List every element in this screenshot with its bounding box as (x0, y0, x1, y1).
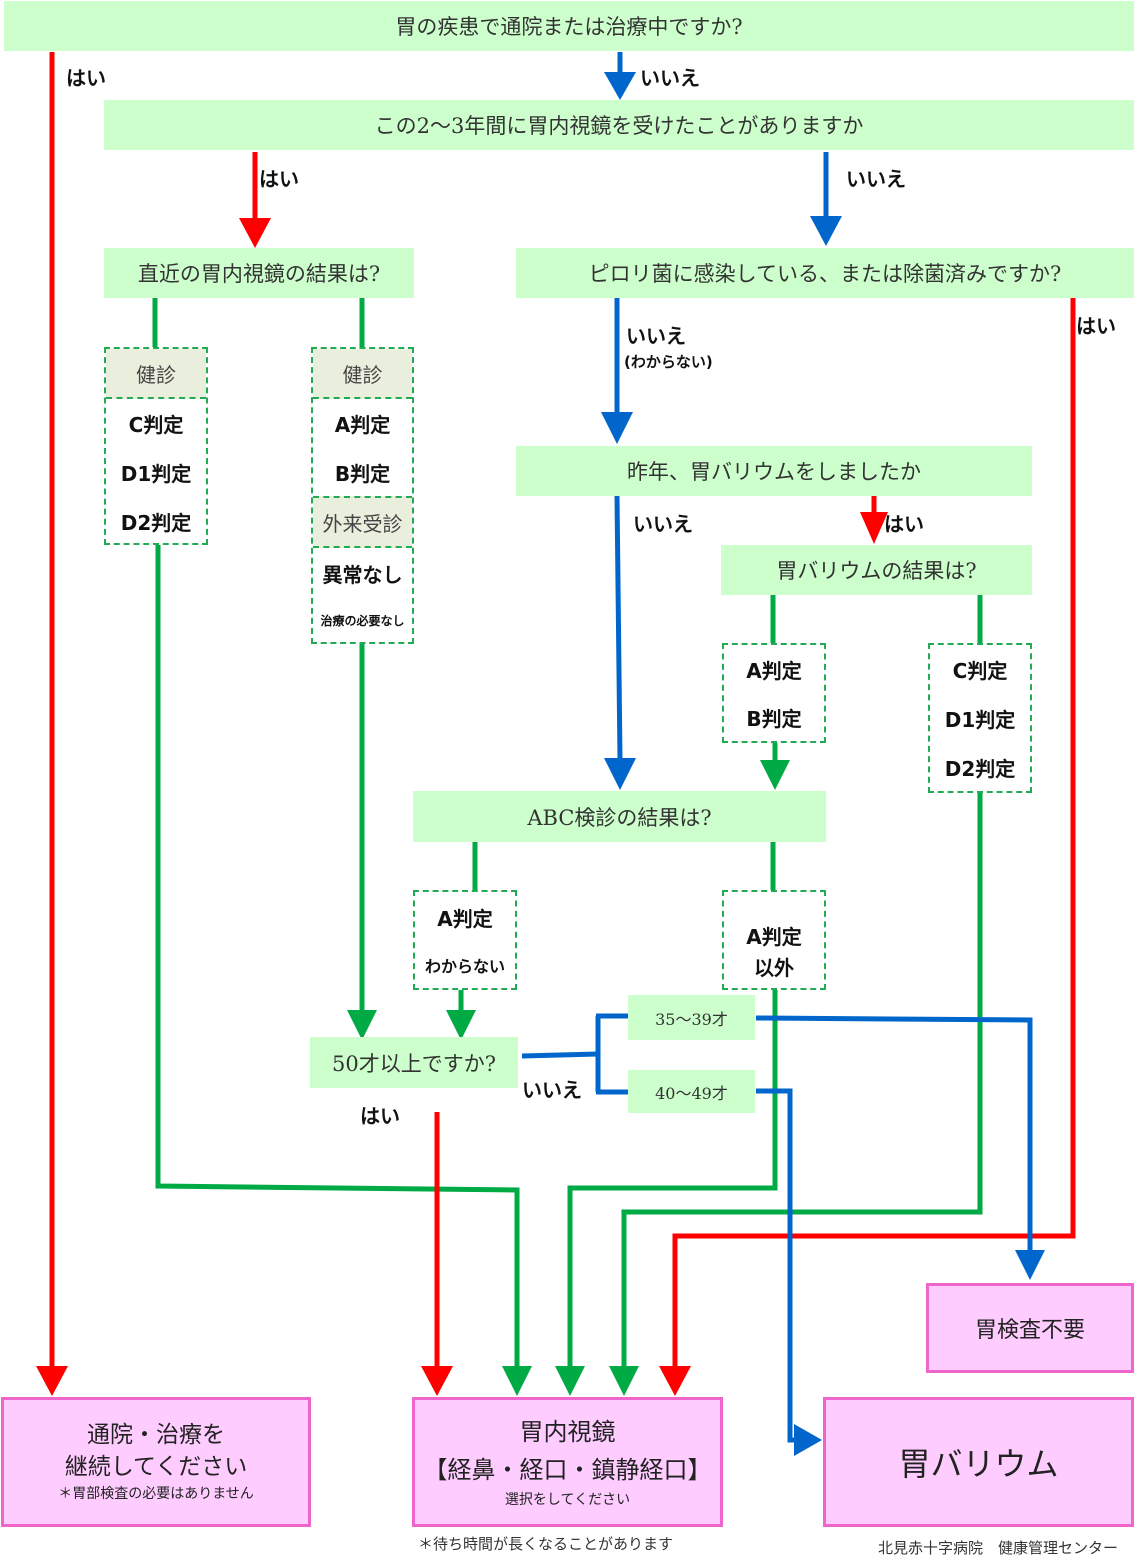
arrowhead (239, 218, 271, 248)
footer-organization: 北見赤十字病院 健康管理センター (878, 1539, 1119, 1557)
arrowhead (446, 1010, 476, 1040)
connector-barium-cd (621, 792, 983, 1368)
result-continue-note: ＊胃部検査の必要はありません (58, 1486, 254, 1502)
arrowhead (347, 1010, 377, 1040)
result-endoscopy-line2: 【経鼻・経口・鎮静経口】 (423, 1456, 712, 1484)
label-q1-no: いいえ (640, 66, 700, 90)
judgment-item: A判定 (437, 906, 493, 931)
result-continue-line2: 継続してください (64, 1454, 248, 1480)
result-no-exam: 胃検査不要 (926, 1283, 1134, 1373)
judgment-item: 以外 (754, 956, 794, 980)
label-q5-yes: はい (884, 512, 924, 536)
abc-other-judgment: A判定 以外 (722, 890, 826, 990)
barium-ab-judgment: A判定 B判定 (722, 643, 826, 743)
question-q8-text: 50才以上ですか? (332, 1051, 496, 1076)
judgment-item: B判定 (746, 706, 802, 731)
question-q2: この2〜3年間に胃内視鏡を受けたことがありますか (104, 100, 1134, 150)
judgment-item: D2判定 (120, 510, 192, 535)
judgment-item: 異常なし (322, 562, 403, 587)
judgment-item: D1判定 (120, 462, 192, 486)
age-35-39: 35〜39才 (628, 995, 755, 1040)
judgment-item: A判定 (334, 413, 391, 437)
result-barium-line1: 胃バリウム (898, 1445, 1059, 1483)
label-q4-yes: はい (1076, 314, 1116, 338)
judgment-item: わからない (424, 957, 505, 976)
label-q8-no: いいえ (522, 1078, 582, 1102)
question-q3: 直近の胃内視鏡の結果は? (104, 248, 414, 298)
age-40-49-text: 40〜49才 (655, 1083, 728, 1103)
connector-q8-no (521, 1051, 599, 1059)
connector-endo-left (155, 545, 520, 1368)
age-35-39-text: 35〜39才 (655, 1009, 728, 1029)
connector-q4-yes (672, 298, 1076, 1368)
label-q1-yes: はい (66, 66, 106, 90)
judgment-item: D1判定 (944, 708, 1016, 732)
question-q5-text: 昨年、胃バリウムをしましたか (627, 460, 921, 484)
judgment-item: B判定 (334, 461, 391, 486)
abc-a-judgment: A判定 わからない (413, 890, 517, 990)
question-q5: 昨年、胃バリウムをしましたか (516, 446, 1032, 496)
footer-wait-note: ＊待ち時間が長くなることがあります (418, 1535, 674, 1553)
result-barium: 胃バリウム (823, 1397, 1134, 1527)
label-q4-no: いいえ (626, 324, 686, 348)
question-q6-text: 胃バリウムの結果は? (776, 559, 977, 583)
judgment-item: C判定 (952, 659, 1008, 683)
result-endoscopy-line1: 胃内視鏡 (519, 1418, 616, 1446)
judgment-item: C判定 (128, 413, 184, 437)
label-q4-unknown: (わからない) (624, 353, 713, 371)
label-q2-no: いいえ (846, 167, 906, 191)
endo-right-judgment: 健診 A判定 B判定 外来受診 異常なし 治療の必要なし (311, 347, 414, 644)
result-continue-line1: 通院・治療を (87, 1422, 225, 1448)
question-q7-text: ABC検診の結果は? (527, 805, 712, 830)
question-q2-text: この2〜3年間に胃内視鏡を受けたことがありますか (374, 114, 864, 138)
arrowhead (555, 1366, 585, 1396)
arrowhead (810, 216, 842, 246)
arrowhead (860, 512, 888, 544)
label-q5-no: いいえ (633, 512, 693, 536)
arrowhead (601, 412, 633, 444)
arrowhead (502, 1366, 532, 1396)
question-q7: ABC検診の結果は? (413, 791, 826, 842)
arrowhead (760, 760, 790, 790)
arrowhead (1015, 1250, 1045, 1280)
judgment-item: A判定 (746, 658, 802, 683)
judgment-item: D2判定 (944, 756, 1016, 781)
age-40-49: 40〜49才 (628, 1070, 755, 1113)
result-no-exam-line1: 胃検査不要 (974, 1318, 1085, 1343)
question-q1-text: 胃の疾患で通院または治療中ですか? (395, 15, 743, 39)
judgment-header-outpatient: 外来受診 (313, 496, 412, 548)
result-endoscopy-note: 選択をしてください (504, 1492, 631, 1508)
arrowhead (794, 1424, 822, 1456)
label-q8-yes: はい (360, 1104, 400, 1128)
endo-left-judgment: 健診 C判定 D1判定 D2判定 (104, 347, 208, 545)
connector-q5-no (614, 495, 623, 761)
judgment-item: A判定 (746, 925, 802, 949)
arrowhead (604, 758, 636, 790)
result-endoscopy: 胃内視鏡 【経鼻・経口・鎮静経口】 選択をしてください (412, 1397, 723, 1527)
barium-cd-judgment: C判定 D1判定 D2判定 (928, 643, 1032, 793)
arrowhead (604, 72, 636, 100)
question-q4: ピロリ菌に感染している、または除菌済みですか? (516, 248, 1134, 298)
question-q4-text: ピロリ菌に感染している、または除菌済みですか? (588, 262, 1062, 286)
question-q6: 胃バリウムの結果は? (721, 545, 1032, 595)
question-q8: 50才以上ですか? (310, 1037, 518, 1088)
arrowhead (659, 1366, 691, 1396)
arrowhead (609, 1366, 639, 1396)
judgment-note: 治療の必要なし (320, 613, 405, 628)
judgment-header: 健診 (313, 349, 412, 399)
connector-age-35-out (755, 1015, 1033, 1252)
connector-age-40-out (756, 1088, 796, 1443)
arrowhead (36, 1366, 68, 1396)
result-continue-treatment: 通院・治療を 継続してください ＊胃部検査の必要はありません (1, 1397, 311, 1527)
judgment-header: 健診 (106, 349, 206, 399)
arrowhead (421, 1366, 453, 1396)
question-q3-text: 直近の胃内視鏡の結果は? (137, 262, 381, 286)
label-q2-yes: はい (259, 167, 299, 191)
question-q1: 胃の疾患で通院または治療中ですか? (4, 1, 1134, 51)
